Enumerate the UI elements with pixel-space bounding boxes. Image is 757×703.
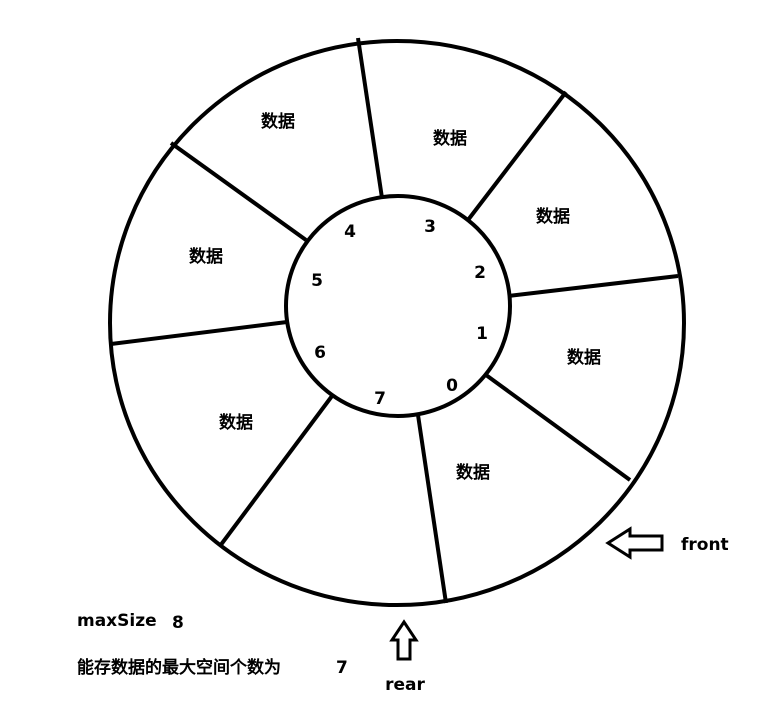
capacity-label: 能存数据的最大空间个数为: [77, 657, 281, 678]
divider-3-4: [356, 37, 384, 199]
slot-4-data: 数据: [261, 111, 295, 132]
slot-2-data: 数据: [536, 206, 570, 227]
divider-5-6: [110, 320, 288, 346]
capacity-value: 7: [336, 658, 348, 678]
max-size-value: 8: [172, 613, 184, 633]
outer-ring: [108, 39, 686, 607]
slot-index-6: 6: [314, 343, 326, 363]
divider-1-2: [507, 274, 679, 298]
slot-index-0: 0: [446, 376, 458, 396]
slot-index-5: 5: [311, 271, 323, 291]
slot-index-7: 7: [374, 389, 386, 409]
max-size-label: maxSize: [77, 611, 157, 631]
rear-label: rear: [385, 675, 425, 695]
divider-0-1: [484, 373, 632, 482]
inner-ring: [284, 194, 512, 418]
front-arrow-icon: [605, 526, 664, 560]
divider-4-5: [169, 141, 308, 242]
slot-1-data: 数据: [567, 347, 601, 368]
divider-7-0: [416, 414, 448, 604]
divider-2-3: [466, 90, 568, 222]
slot-index-1: 1: [476, 324, 488, 344]
slot-index-3: 3: [424, 217, 436, 237]
front-label: front: [681, 535, 729, 555]
divider-6-7: [218, 394, 334, 548]
rear-arrow-icon: [389, 619, 419, 661]
slot-index-4: 4: [344, 222, 356, 242]
slot-3-data: 数据: [433, 128, 467, 149]
slot-5-data: 数据: [189, 246, 223, 267]
slot-index-2: 2: [474, 263, 486, 283]
slot-6-data: 数据: [219, 412, 253, 433]
slot-0-data: 数据: [456, 462, 490, 483]
